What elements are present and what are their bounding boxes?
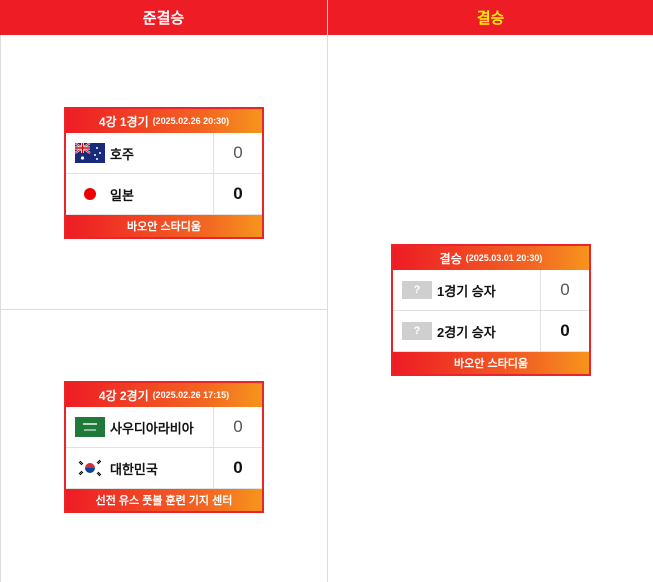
match-card-final[interactable]: 결승 (2025.03.01 20:30) ? 1경기 승자 0 ? 2경기 승… <box>391 244 591 376</box>
team-row[interactable]: 일본 0 <box>66 174 262 215</box>
left-border <box>0 35 1 582</box>
match-datetime: (2025.02.26 20:30) <box>152 116 230 126</box>
team-score: 0 <box>233 143 243 162</box>
team-name: 사우디아라비아 <box>110 420 194 436</box>
team-name: 1경기 승자 <box>437 283 496 299</box>
south-korea-flag-icon <box>75 458 105 478</box>
match-venue: 바오안 스타디움 <box>393 352 589 374</box>
team-cell: 대한민국 <box>66 448 214 488</box>
match-venue: 선전 유스 풋볼 훈련 기지 센터 <box>66 489 262 511</box>
match-datetime: (2025.02.26 17:15) <box>152 390 230 400</box>
match-title: 4강 1경기 <box>98 114 149 129</box>
team-score: 0 <box>560 321 570 340</box>
team-score: 0 <box>233 184 243 203</box>
semifinal-divider <box>0 309 327 310</box>
match-title: 4강 2경기 <box>98 388 149 403</box>
team-name: 2경기 승자 <box>437 324 496 340</box>
match-header: 결승 (2025.03.01 20:30) <box>393 246 589 270</box>
team-cell: 사우디아라비아 <box>66 407 214 447</box>
unknown-flag-icon: ? <box>402 281 432 299</box>
team-row[interactable]: ? 2경기 승자 0 <box>393 311 589 352</box>
team-cell: ? 2경기 승자 <box>393 311 541 351</box>
team-row[interactable]: 사우디아라비아 0 <box>66 407 262 448</box>
team-name: 일본 <box>110 187 134 203</box>
match-card-semi1[interactable]: 4강 1경기 (2025.02.26 20:30) 호주 0 일본 <box>64 107 264 239</box>
match-datetime: (2025.03.01 20:30) <box>465 253 543 263</box>
match-title: 결승 <box>439 251 462 266</box>
final-header: 결승 <box>328 0 653 35</box>
match-venue: 바오안 스타디움 <box>66 215 262 237</box>
saudi-arabia-flag-icon <box>75 417 105 437</box>
team-name: 대한민국 <box>110 461 158 477</box>
semifinal-header: 준결승 <box>0 0 327 35</box>
team-name: 호주 <box>110 146 134 162</box>
australia-flag-icon <box>75 143 105 163</box>
match-card-semi2[interactable]: 4강 2경기 (2025.02.26 17:15) 사우디아라비아 0 대한민국… <box>64 381 264 513</box>
team-cell: 호주 <box>66 133 214 173</box>
team-cell: 일본 <box>66 174 214 214</box>
japan-flag-icon <box>75 184 105 204</box>
column-divider <box>327 0 328 582</box>
unknown-flag-icon: ? <box>402 322 432 340</box>
team-row[interactable]: 대한민국 0 <box>66 448 262 489</box>
match-header: 4강 2경기 (2025.02.26 17:15) <box>66 383 262 407</box>
team-score: 0 <box>233 458 243 477</box>
team-row[interactable]: 호주 0 <box>66 133 262 174</box>
team-row[interactable]: ? 1경기 승자 0 <box>393 270 589 311</box>
team-cell: ? 1경기 승자 <box>393 270 541 310</box>
team-score: 0 <box>233 417 243 436</box>
team-score: 0 <box>560 280 570 299</box>
match-header: 4강 1경기 (2025.02.26 20:30) <box>66 109 262 133</box>
